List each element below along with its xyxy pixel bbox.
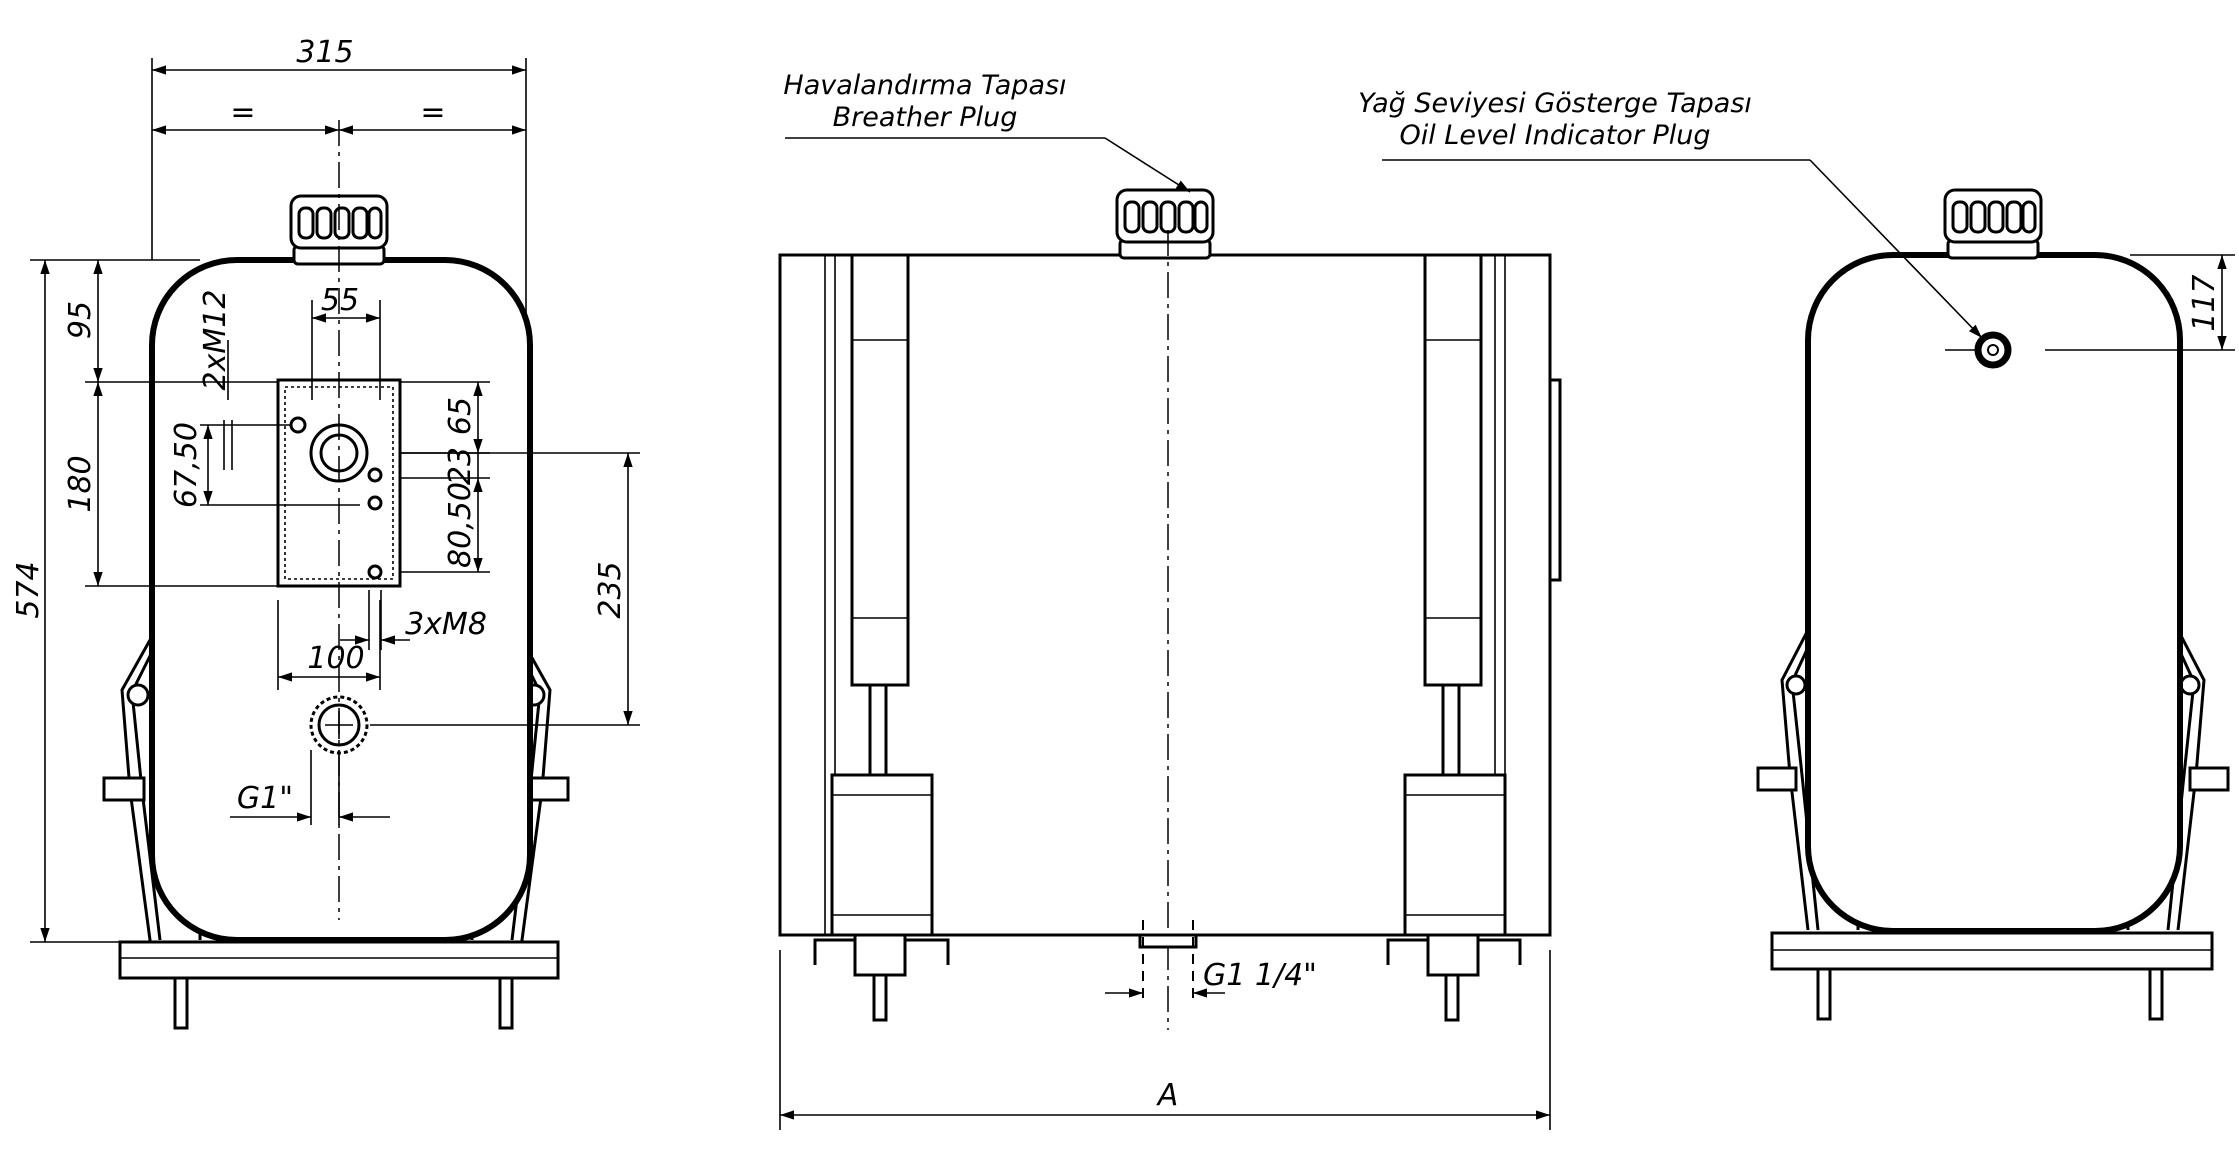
mounting-stud-right	[498, 976, 514, 1030]
dim-suction-offset: 235	[593, 561, 628, 618]
dim-bolt-thread-bottom: 3xM8	[405, 607, 487, 642]
dim-flange-width: 55	[321, 283, 359, 318]
suction-port	[309, 695, 369, 755]
dim-level-offset: 117	[2187, 274, 2222, 331]
dim-flange-base: 100	[307, 641, 364, 676]
breather-cap-side	[1115, 188, 1215, 260]
front-view: 315 = = 574 95 180 55 2xM12 67,50	[11, 35, 640, 1030]
breather-cap-rear	[1943, 188, 2043, 260]
dim-width-total: 315	[296, 35, 353, 70]
mounting-stud-left	[173, 976, 189, 1030]
label-oil-level-tr: Yağ Seviyesi Gösterge Tapası	[1358, 88, 1752, 119]
dim-suction-port: G1"	[237, 781, 293, 816]
label-oil-level-en: Oil Level Indicator Plug	[1399, 120, 1710, 151]
oil-level-plug	[1974, 331, 2012, 369]
suction-flange	[276, 378, 402, 588]
side-view: Havalandırma Tapası Breather Plug G1 1/4…	[778, 70, 1562, 1130]
rear-view: 117 Yağ Seviyesi Gösterge Tapası Oil Lev…	[1358, 88, 2235, 1021]
rear-base-plate	[1770, 931, 2214, 971]
tank-body-rear	[1805, 252, 2183, 934]
dim-equal-right: =	[420, 95, 445, 130]
dim-drain-port: G1 1/4"	[1203, 958, 1317, 993]
dim-bolt-thread-top: 2xM12	[198, 290, 233, 391]
dim-flange-height: 180	[63, 455, 98, 512]
dim-offset-8050: 80,50	[443, 482, 478, 568]
dim-offset-6750: 67,50	[169, 422, 204, 508]
base-plate	[118, 940, 560, 980]
label-breather-tr: Havalandırma Tapası	[783, 70, 1066, 101]
drain-port	[1138, 933, 1198, 949]
dim-length: A	[1156, 1078, 1179, 1113]
dim-height-total: 574	[11, 561, 46, 618]
dim-top-offset: 95	[63, 301, 98, 339]
dim-equal-left: =	[230, 95, 255, 130]
dim-offset-65: 65	[443, 397, 478, 435]
label-breather-en: Breather Plug	[833, 102, 1018, 133]
